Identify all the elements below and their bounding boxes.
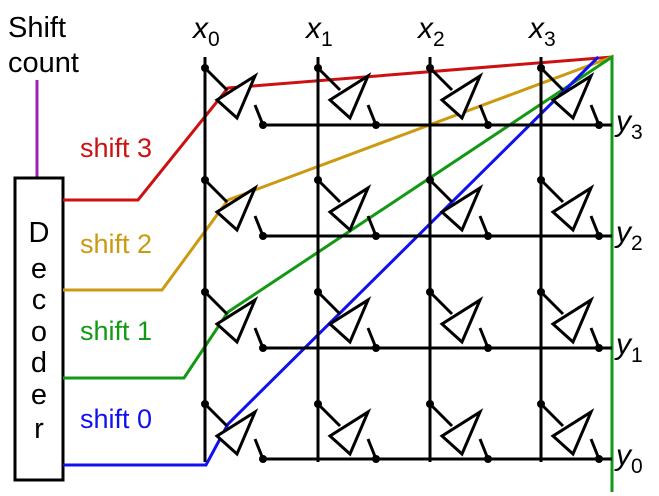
input-label-x0: x0 — [191, 12, 220, 51]
switch-triangle — [439, 296, 484, 345]
output-label-y2: y2 — [614, 216, 643, 255]
tap-wire — [539, 66, 565, 92]
tap-wire — [203, 178, 229, 204]
tap-wire — [428, 290, 454, 316]
tap-wire — [316, 66, 342, 92]
decoder-letter: D — [29, 217, 50, 249]
tap-wire — [589, 104, 601, 126]
switch-triangle — [214, 296, 259, 345]
tap-wire — [478, 104, 490, 126]
tap-wire — [428, 402, 454, 428]
switch-triangle — [214, 184, 259, 233]
tap-wire — [539, 402, 565, 428]
shift-3-label: shift 3 — [80, 133, 152, 163]
tap-wire — [539, 290, 565, 316]
switch-triangle — [327, 184, 372, 233]
decoder-letter: o — [31, 316, 47, 348]
input-label-x3: x3 — [527, 12, 556, 51]
tap-wire — [539, 178, 565, 204]
decoder-letter: e — [31, 379, 47, 411]
tap-wire — [589, 327, 601, 349]
tap-wire — [478, 327, 490, 349]
tap-wire — [253, 327, 265, 349]
decoder-box — [13, 176, 65, 482]
output-label-y1: y1 — [614, 328, 643, 367]
shift-count-label-line1: Shift — [8, 12, 66, 44]
output-labels: y3 y2 y1 y0 — [614, 105, 643, 478]
tap-wire — [316, 178, 342, 204]
decoder-letter: r — [34, 413, 44, 445]
tap-wire — [478, 215, 490, 237]
decoder-letter: d — [31, 347, 47, 379]
switch-triangle — [550, 408, 595, 457]
tap-wire — [589, 438, 601, 460]
shift-count-label-line2: count — [8, 47, 79, 79]
shift-0-label: shift 0 — [80, 404, 152, 434]
switch-triangle — [439, 72, 484, 121]
tap-wire — [478, 438, 490, 460]
shift-1-wire — [63, 54, 614, 492]
switch-triangle — [214, 408, 259, 457]
tap-wire — [253, 104, 265, 126]
input-label-x1: x1 — [304, 12, 333, 51]
switch-triangle — [214, 72, 259, 121]
tap-wire — [316, 402, 342, 428]
grid-wires — [201, 57, 612, 463]
shift-wires — [63, 54, 614, 492]
tap-wire — [203, 402, 229, 428]
shift-1-label: shift 1 — [80, 316, 152, 346]
switch-triangle — [439, 184, 484, 233]
output-label-y3: y3 — [614, 105, 643, 144]
tap-wire — [366, 327, 378, 349]
switch-triangle — [327, 296, 372, 345]
switch-triangle — [550, 184, 595, 233]
tap-wire — [366, 438, 378, 460]
tap-wire — [316, 290, 342, 316]
switch-triangle — [327, 408, 372, 457]
input-labels: x0 x1 x2 x3 — [191, 12, 556, 51]
switch-triangle — [439, 408, 484, 457]
tap-wire — [366, 215, 378, 237]
decoder-letter: e — [31, 253, 47, 285]
tap-wire — [253, 438, 265, 460]
shift-0-wire — [63, 55, 600, 467]
output-label-y0: y0 — [614, 439, 643, 478]
input-label-x2: x2 — [416, 12, 445, 51]
tap-wire — [589, 215, 601, 237]
shift-labels: shift 3 shift 2 shift 1 shift 0 — [80, 133, 152, 434]
switch-triangle — [327, 72, 372, 121]
tap-wire — [203, 66, 229, 92]
switch-array — [214, 72, 595, 457]
decoder-letter: c — [32, 284, 47, 316]
tap-wire — [366, 104, 378, 126]
tap-wire — [428, 178, 454, 204]
shift-2-label: shift 2 — [80, 229, 152, 259]
switch-triangle — [550, 296, 595, 345]
tap-wire — [253, 215, 265, 237]
switch-triangle — [550, 72, 595, 121]
tap-wire — [428, 66, 454, 92]
tap-wire — [203, 290, 229, 316]
